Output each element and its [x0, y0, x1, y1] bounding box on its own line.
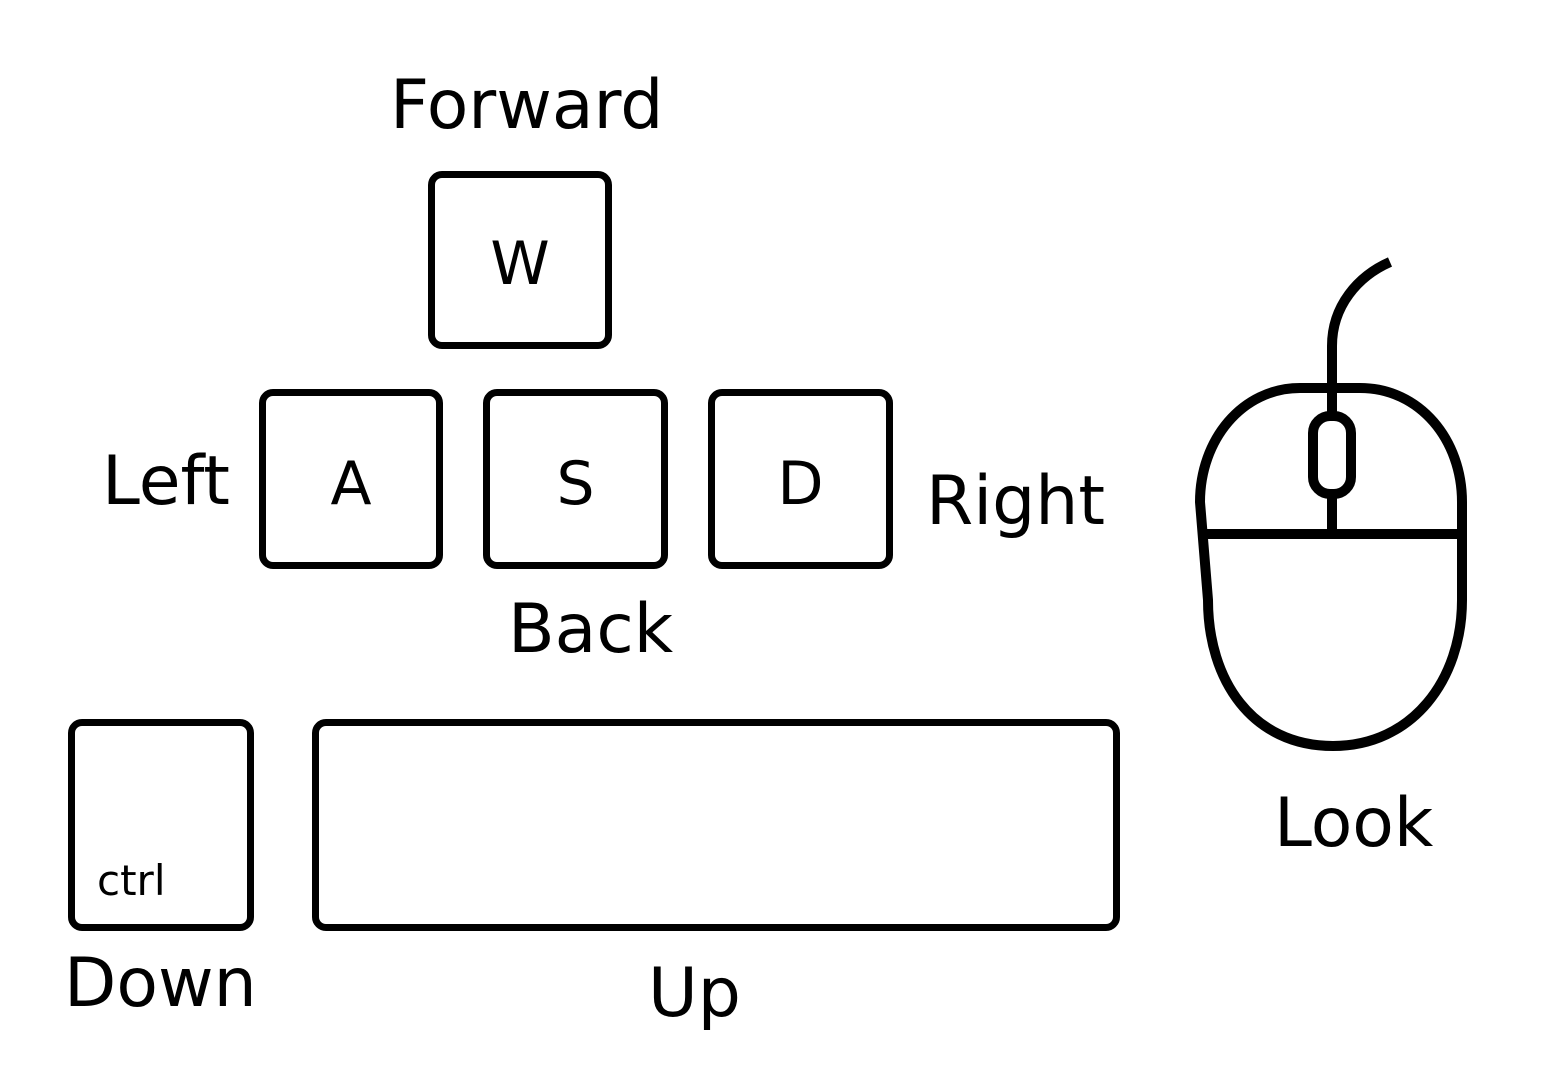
space-bar[interactable]: [312, 719, 1120, 931]
mouse-body: [1194, 383, 1467, 752]
back-label: Back: [508, 590, 674, 669]
s-key[interactable]: S: [483, 389, 668, 569]
w-key-glyph: W: [490, 229, 550, 299]
right-label: Right: [926, 462, 1106, 541]
mouse-icon: [1194, 257, 1467, 752]
ctrl-key[interactable]: ctrl: [68, 719, 254, 931]
d-key[interactable]: D: [708, 389, 893, 569]
d-key-glyph: D: [777, 449, 824, 519]
up-label: Up: [648, 954, 741, 1033]
mouse-scroll-wheel: [1308, 411, 1356, 499]
mouse-cable: [1327, 257, 1393, 416]
a-key[interactable]: A: [259, 389, 443, 569]
forward-label: Forward: [390, 66, 664, 145]
down-label: Down: [64, 944, 257, 1023]
ctrl-key-glyph: ctrl: [97, 856, 166, 905]
left-label: Left: [102, 442, 230, 521]
look-label: Look: [1274, 784, 1434, 863]
a-key-glyph: A: [330, 449, 372, 519]
s-key-glyph: S: [556, 449, 595, 519]
w-key[interactable]: W: [428, 171, 612, 349]
